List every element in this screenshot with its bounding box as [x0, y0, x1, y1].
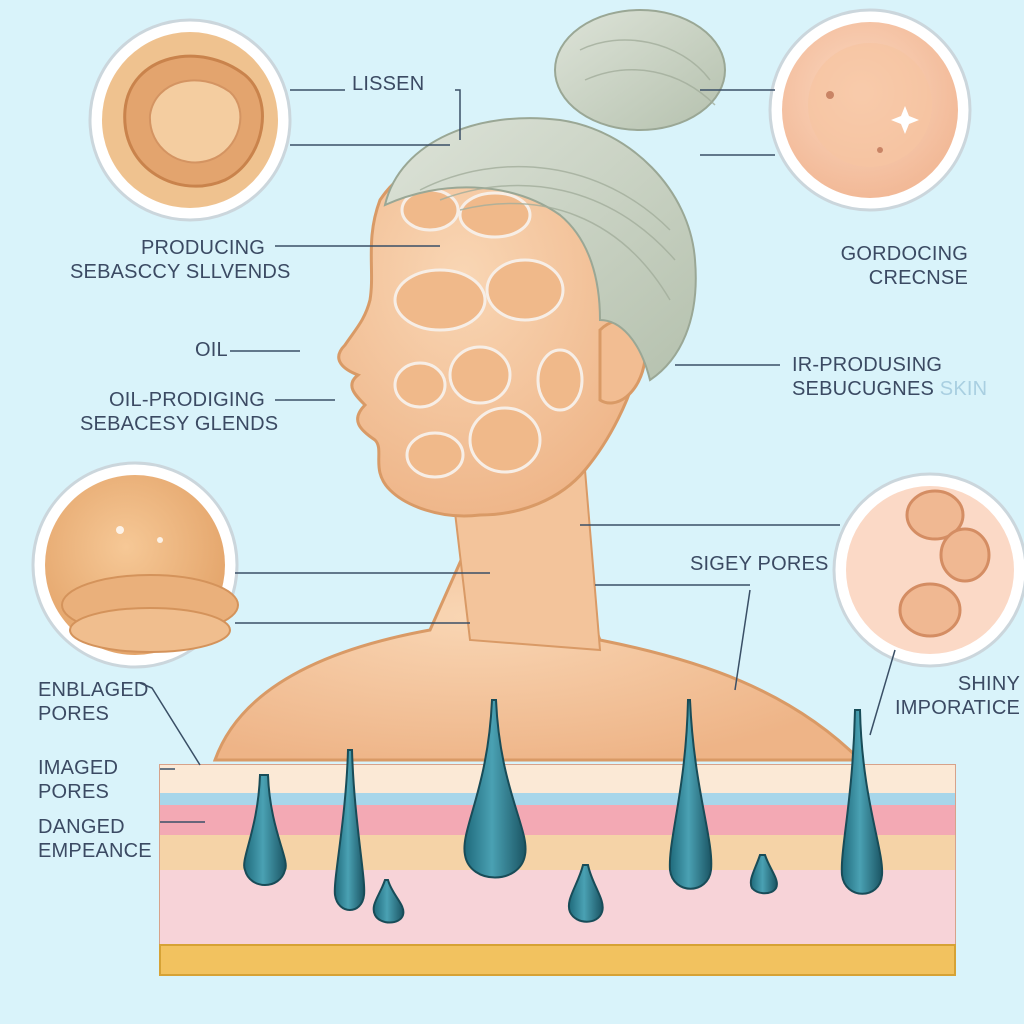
label-oil: OIL: [195, 339, 228, 361]
oil-droplets: [243, 699, 884, 924]
label-lissen: LISSEN: [352, 73, 425, 95]
label-imaged-pores-line1: IMAGED: [38, 757, 119, 779]
label-ir-producing-line1: IR-PRODUSING: [792, 354, 943, 376]
label-sigey-pores: SIGEY PORES: [690, 553, 829, 575]
leader-lines: [139, 89, 896, 823]
tissue-closeup-top-left: [88, 18, 292, 222]
skin-closeup-top-right: [768, 8, 972, 212]
label-producing-glands-line2: SEBASCCY SLLVENDS: [70, 261, 291, 283]
label-gordocing-line2: CRECNSE: [868, 267, 968, 289]
label-enlarged-pores-line1: ENBLAGED: [38, 679, 149, 701]
label-shiny-line2: IMPORATICE: [895, 697, 1020, 719]
cell-network: [393, 188, 584, 479]
label-oil-producing-line2: SEBACESY GLENDS: [80, 413, 279, 435]
hair: [383, 117, 697, 382]
label-ir-producing-line2-row: SEBUCUGNES SKIN: [792, 377, 987, 401]
label-danged-line2: EMPEANCE: [38, 840, 152, 862]
label-gordocing-line1: GORDOCING: [840, 243, 968, 265]
label-oil-producing: OIL-PRODIGING SEBACESY GLENDS: [80, 388, 279, 436]
label-enlarged-pores-line2: PORES: [38, 703, 110, 725]
label-danged-line1: DANGED: [38, 816, 125, 838]
label-enlarged-pores: ENBLAGED PORES: [38, 678, 149, 726]
label-shiny-line1: SHINY: [957, 673, 1020, 695]
label-imaged-pores: IMAGED PORES: [38, 756, 118, 804]
label-shiny: SHINY IMPORATICE: [880, 672, 1020, 720]
label-oil-producing-line1: OIL-PRODIGING: [109, 389, 265, 411]
label-ir-producing-faint: SKIN: [939, 378, 988, 400]
label-ir-producing-line2: SEBUCUGNES: [792, 378, 935, 400]
skin-closeup-mid-left: [31, 461, 239, 669]
label-ir-producing: IR-PRODUSING SEBUCUGNES SKIN: [792, 353, 987, 401]
skin-layers: [159, 764, 956, 976]
label-imaged-pores-line2: PORES: [38, 781, 110, 803]
label-producing-glands-line1: PRODUCING: [140, 237, 265, 259]
label-producing-glands: PRODUCING SEBASCCY SLLVENDS: [70, 236, 291, 284]
pore-closeup-mid-right: [832, 472, 1024, 668]
label-danged: DANGED EMPEANCE: [38, 815, 152, 863]
label-gordocing: GORDOCING CRECNSE: [800, 242, 968, 290]
